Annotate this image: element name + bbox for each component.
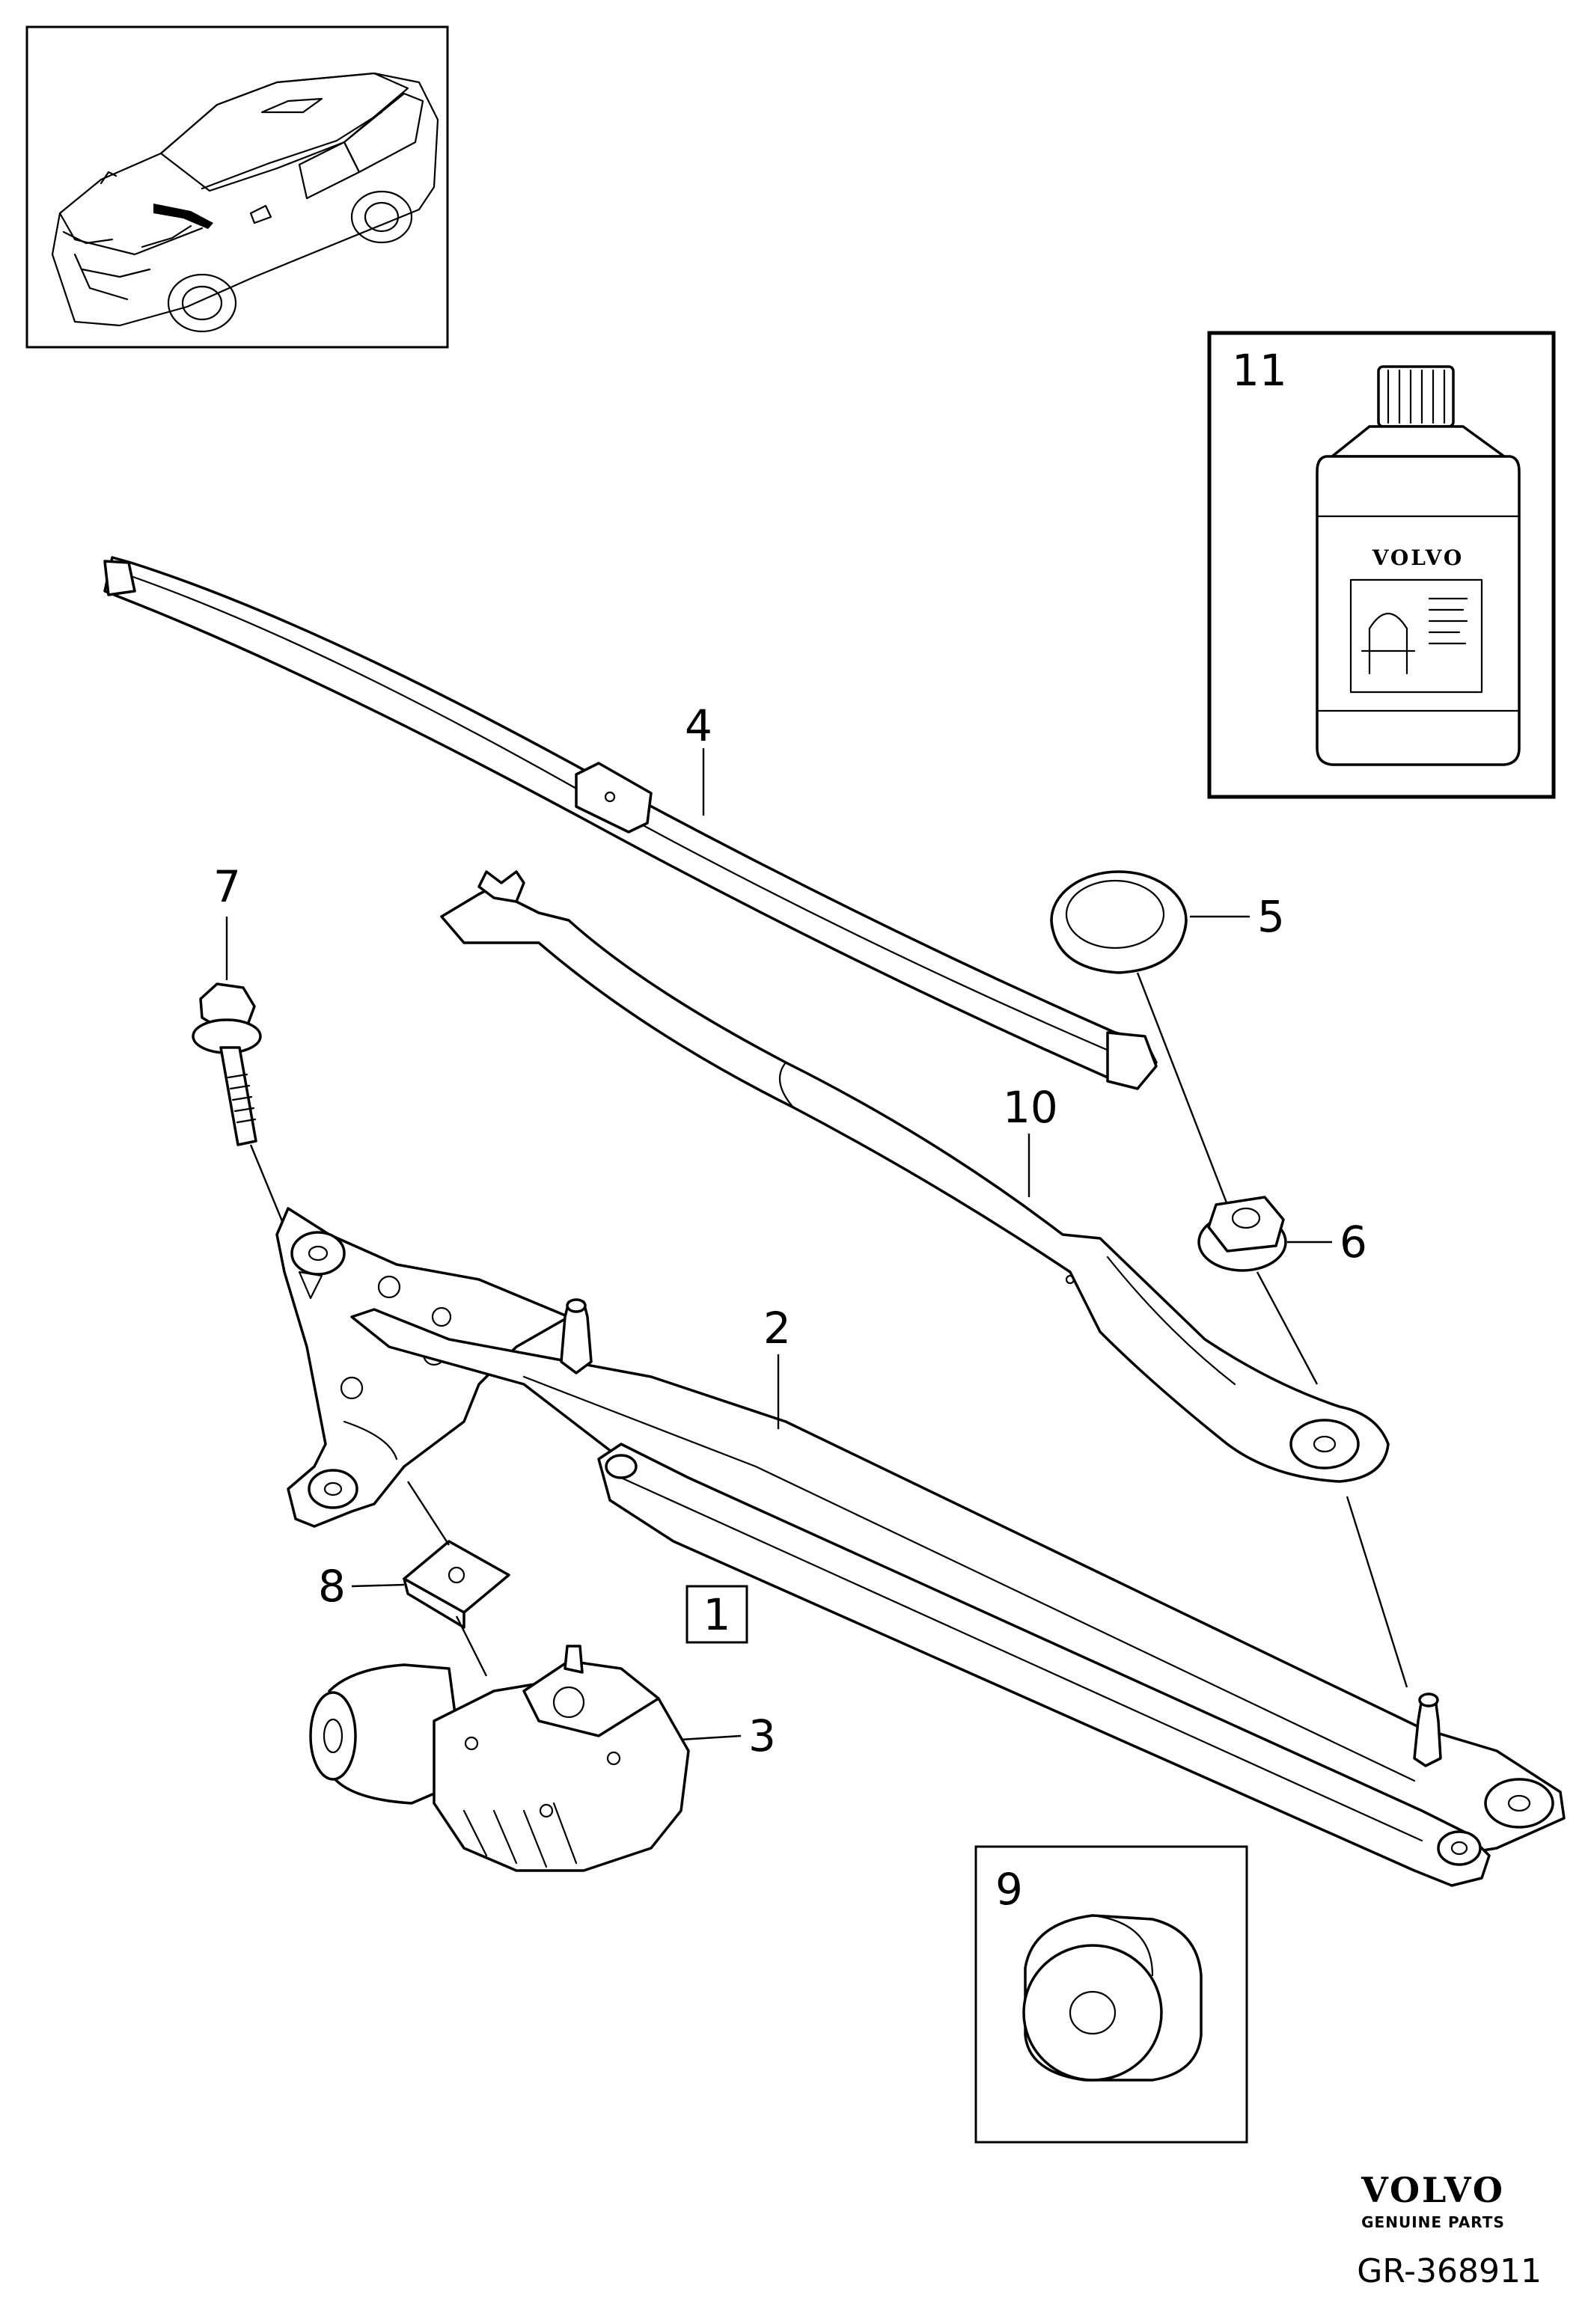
part-7-bolt [192,982,262,1146]
callout-3: 3 [748,1710,776,1761]
part-6-nut [1197,1196,1287,1272]
callout-10: 10 [1003,1082,1058,1133]
vehicle-overview-inset [25,25,449,349]
callout-9: 9 [995,1864,1023,1915]
callout-7: 7 [213,861,241,912]
part-8-clip [403,1540,510,1629]
callout-1: 1 [703,1589,731,1640]
genuine-parts-tagline: GENUINE PARTS [1361,2213,1505,2231]
callout-5: 5 [1257,891,1285,942]
rubber-bushing [1022,1914,1203,2082]
part-9-bushing-box: 9 [974,1845,1248,2144]
diagram-reference-number: GR-368911 [1357,2252,1542,2290]
part-2-wiper-linkage [275,1207,1566,1887]
callout-11: 11 [1232,345,1287,396]
washer-fluid-bottle: VOLVO [1316,365,1521,766]
part-4-wiper-blade [103,556,1158,1090]
callout-8: 8 [318,1561,346,1612]
part-11-fluid-box: 11 VOLVO [1207,331,1556,799]
part-5-cap [1050,870,1188,974]
part-1-assembly-box: 1 [685,1585,748,1644]
callout-2: 2 [763,1303,791,1354]
callout-4: 4 [685,700,712,751]
part-3-wiper-motor [309,1645,690,1872]
callout-6: 6 [1340,1217,1367,1268]
volvo-logo: VOLVO [1361,2170,1505,2210]
bottle-label-brand: VOLVO [1372,545,1465,570]
car-illustration [51,72,439,333]
part-10-wiper-arm [440,870,1390,1483]
